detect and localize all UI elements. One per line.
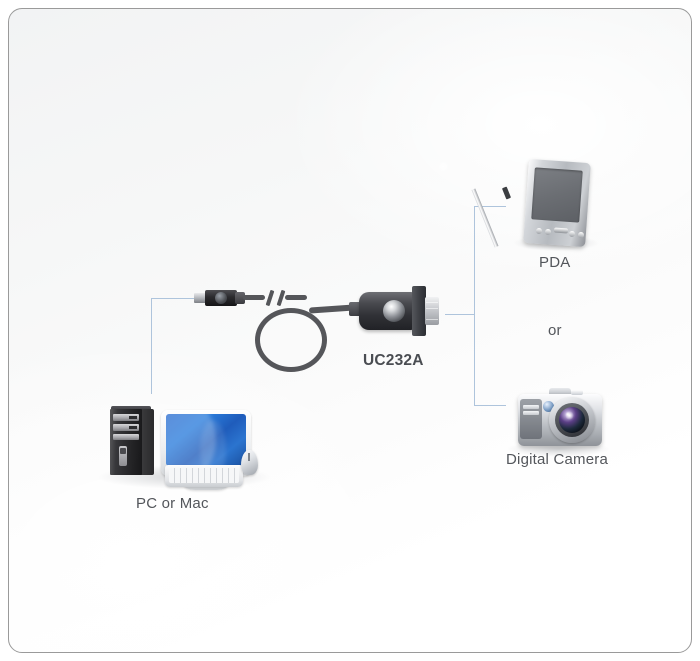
line-fork-to-pda [474,206,506,207]
pda-label: PDA [539,254,571,271]
cable-break-mark-2 [276,289,286,307]
desktop-tower-icon [107,406,155,478]
line-usb-to-pc-horizontal [151,298,199,299]
cable-icon [243,295,265,300]
cable-loop-icon [255,308,327,372]
diagram-canvas: PC or Mac [9,9,691,652]
camera-label: Digital Camera [506,451,608,468]
adapter-label: UC232A [363,352,424,369]
cable-break-mark-1 [265,289,275,307]
line-fork-to-camera [474,405,506,406]
cable-segment-top [285,295,307,300]
computer-label: PC or Mac [136,495,209,512]
line-fork-vertical [474,206,475,406]
line-usb-to-pc-vertical [151,298,152,394]
sparkle-icon [438,161,449,172]
diagram-frame: PC or Mac [8,8,692,653]
or-connector-label: or [548,322,562,339]
line-adapter-out [445,314,475,315]
